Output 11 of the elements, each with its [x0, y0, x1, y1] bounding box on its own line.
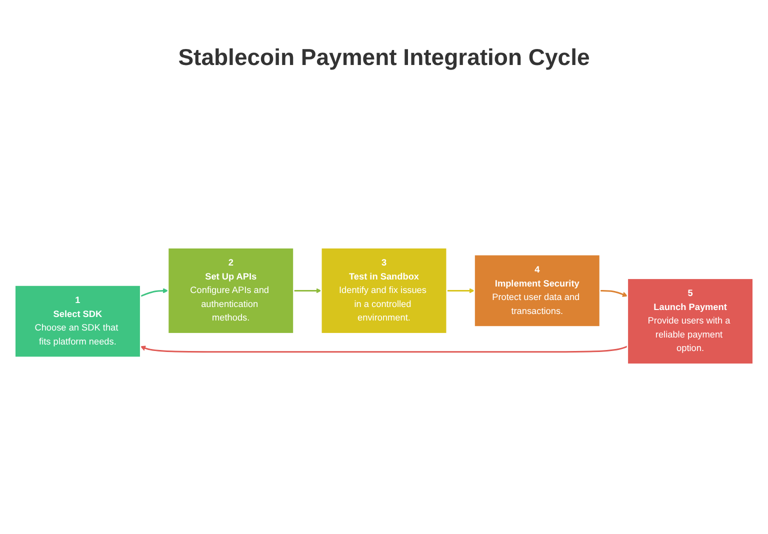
node-box: 5 Launch Payment Provide users with a reliable payment option. [626, 278, 754, 365]
node-box: 2 Set Up APIs Configure APIs and authentication methods. [167, 247, 294, 334]
arrow [140, 346, 628, 353]
title: Stablecoin Payment Integration Cycle [178, 44, 590, 71]
node-box: 1 Select SDK Choose an SDK that fits platform needs. [14, 284, 142, 358]
arrow [600, 290, 628, 297]
node-box: 4 Implement Security Protect user data and transactions. [474, 254, 601, 328]
arrow [140, 288, 168, 297]
node-box: 3 Test in Sandbox Identify and fix issues in a controlled environment. [320, 247, 448, 334]
arrow [446, 288, 475, 294]
arrow [294, 288, 322, 294]
